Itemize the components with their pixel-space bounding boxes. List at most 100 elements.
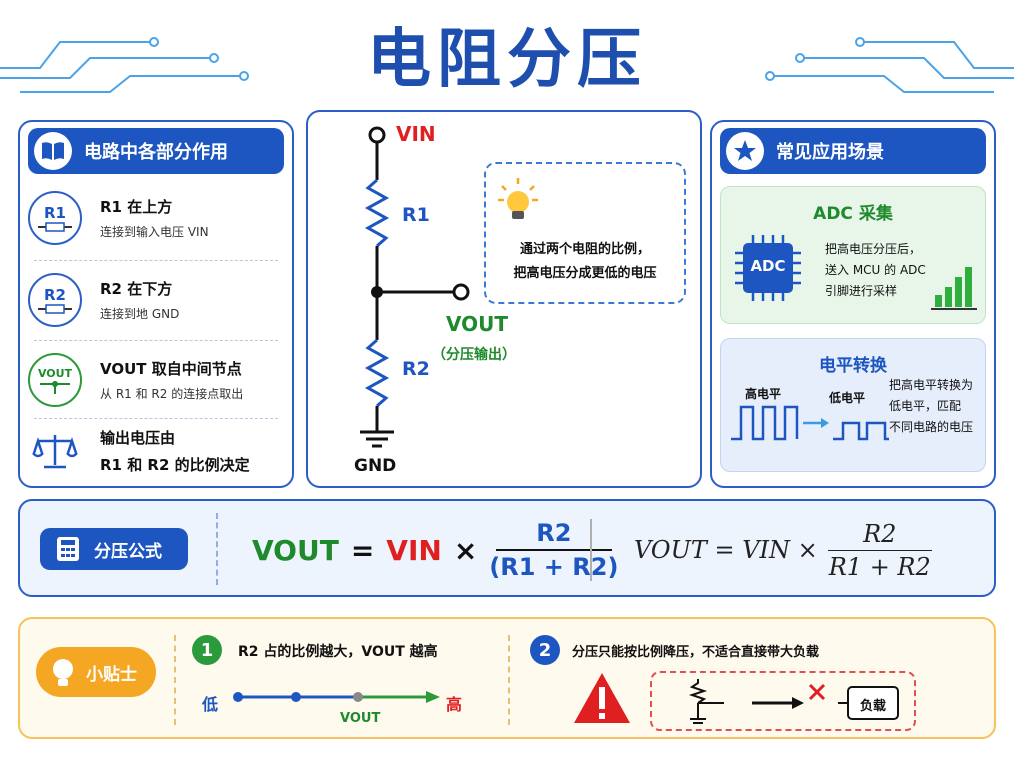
divider: [34, 260, 278, 261]
load-label: 负载: [859, 699, 886, 714]
concept-tip-line2: 把高电压分成更低的电压: [513, 266, 657, 281]
vout-terminal: [452, 283, 470, 301]
level-shift-title: 电平转换: [819, 356, 887, 376]
adc-card-line3: 引脚进行采样: [825, 284, 898, 298]
level-shift-text: 把高电平转换为 低电平，匹配 不同电路的电压: [889, 375, 973, 438]
formula-times: ×: [453, 533, 478, 567]
load-warning-box: 负载: [650, 671, 916, 731]
lightbulb-icon: [498, 178, 538, 219]
formula-math-numerator: R2: [863, 519, 897, 548]
formula-numerator: R2: [536, 519, 572, 547]
adc-card: ADC 采集 ADC 把高电压分压后， 送入 MCU 的 ADC 引脚进行采样: [720, 186, 986, 324]
divider: [34, 340, 278, 341]
tip-number-1: 1: [192, 635, 222, 665]
right-panel-header: 常见应用场景: [720, 128, 986, 174]
adc-chip-label: ADC: [750, 257, 786, 275]
adc-chip-icon: [735, 235, 801, 301]
tips-divider-2: [508, 635, 510, 725]
formula-equals: =: [350, 533, 375, 567]
concept-tip-text: 通过两个电阻的比例， 把高电压分成更低的电压: [486, 238, 684, 286]
formula-label-badge: 分压公式: [40, 528, 188, 570]
formula-colored: VOUT = VIN × R2 (R1 + R2): [252, 519, 618, 581]
bar-chart-icon: [931, 267, 977, 310]
formula-divider: [216, 513, 218, 585]
formula-math-bar: [827, 549, 932, 551]
resistor-r1-symbol: [364, 178, 390, 248]
circuit-trace-right-decoration: [765, 37, 1014, 93]
adc-card-text: 把高电压分压后， 送入 MCU 的 ADC 引脚进行采样: [825, 239, 926, 302]
adc-card-line2: 送入 MCU 的 ADC: [825, 263, 926, 277]
formula-label: 分压公式: [94, 541, 162, 562]
tip-number-2: 2: [530, 635, 560, 665]
divider-to-load-diagram: [688, 679, 899, 724]
r2-label: R2: [402, 358, 430, 380]
role-title-r1: R1 在上方: [100, 198, 173, 216]
page-title: 电阻分压: [367, 23, 647, 97]
center-node: [371, 286, 383, 298]
formula-math-lhs: VOUT = VIN ×: [634, 536, 818, 564]
formula-math-fraction: R2 R1 + R2: [827, 519, 932, 581]
role-badge-vout: VOUT: [37, 366, 73, 380]
resistor-r2-icon: R2: [28, 273, 82, 327]
formula-vin: VIN: [386, 533, 442, 567]
role-sub-r2: 连接到地 GND: [100, 307, 180, 321]
level-shift-waveform: [731, 405, 889, 441]
left-panel-header: 电路中各部分作用: [28, 128, 284, 174]
balance-scale-icon: [28, 431, 82, 471]
tips-badge-label: 小贴士: [86, 664, 137, 685]
role-row-r1: R1 R1 在上方 连接到输入电压 VIN: [28, 182, 284, 254]
formula-math-denominator: R1 + R2: [828, 552, 931, 581]
vin-terminal: [368, 126, 386, 144]
scale-low-label: 低: [202, 695, 219, 714]
right-panel-title: 常见应用场景: [776, 142, 884, 163]
role-row-r2: R2 R2 在下方 连接到地 GND: [28, 264, 284, 336]
right-panel: 常见应用场景 ADC 采集 ADC 把高电压分压后， 送入 MCU 的 ADC …: [710, 120, 996, 488]
r1-label: R1: [402, 204, 430, 226]
adc-card-line1: 把高电压分压后，: [825, 242, 922, 256]
warning-icon: [574, 673, 630, 723]
formula-denominator: (R1 + R2): [489, 553, 619, 581]
level-shift-card: 电平转换 高电平 低电平 把高电平转换为 低电平，匹配 不同电路的电压: [720, 338, 986, 472]
role-row-ratio: 输出电压由 R1 和 R2 的比例决定: [28, 420, 284, 482]
circuit-panel: VIN R1 VOUT （分压输出） R2 GND 通过两个电阻的比例， 把高电…: [306, 110, 702, 488]
formula-panel: 分压公式 VOUT = VIN × R2 (R1 + R2) VOUT = VI…: [18, 499, 996, 597]
book-icon: [34, 132, 72, 170]
concept-tip-line1: 通过两个电阻的比例，: [519, 242, 650, 257]
role-badge-r1: R1: [44, 204, 66, 222]
low-level-label: 低电平: [829, 391, 866, 405]
high-level-label: 高电平: [745, 387, 782, 401]
ratio-scale-arrow: [233, 691, 440, 703]
formula-divider-2: [590, 519, 592, 581]
vout-note: （分压输出）: [432, 347, 516, 363]
formula-math: VOUT = VIN × R2 R1 + R2: [634, 515, 932, 585]
vout-node-icon: VOUT: [28, 353, 82, 407]
left-panel-title: 电路中各部分作用: [84, 142, 228, 163]
level-shift-line1: 把高电平转换为: [889, 378, 974, 392]
role-sub-r1: 连接到输入电压 VIN: [100, 225, 209, 239]
tip-text-2: 分压只能按比例降压，不适合直接带大负载: [572, 645, 820, 660]
tips-panel: 小贴士 1 R2 占的比例越大，VOUT 越高 低 VOUT 高 2 分压只能按…: [18, 617, 996, 739]
adc-card-title: ADC 采集: [813, 204, 893, 224]
gnd-label: GND: [354, 456, 397, 476]
level-shift-line2: 低电平，匹配: [889, 399, 962, 413]
star-icon: [726, 132, 764, 170]
cross-icon: [808, 683, 826, 701]
divider: [34, 418, 278, 419]
role-row-vout: VOUT VOUT 取自中间节点 从 R1 和 R2 的连接点取出: [28, 344, 284, 416]
role-title-vout: VOUT 取自中间节点: [100, 360, 242, 378]
formula-vout: VOUT: [252, 533, 339, 567]
resistor-r1-icon: R1: [28, 191, 82, 245]
formula-fraction: R2 (R1 + R2): [489, 519, 618, 581]
tip-text-1: R2 占的比例越大，VOUT 越高: [238, 644, 438, 660]
scale-high-label: 高: [446, 695, 463, 714]
tips-divider: [174, 635, 176, 725]
resistor-r2-symbol: [364, 338, 390, 408]
role-sub-ratio: R1 和 R2 的比例决定: [100, 456, 250, 474]
circuit-trace-left-decoration: [0, 37, 249, 93]
scale-vout-label: VOUT: [340, 711, 381, 726]
left-panel: 电路中各部分作用 R1 R1 在上方 连接到输入电压 VIN R2 R2 在下方…: [18, 120, 294, 488]
vin-label: VIN: [396, 122, 436, 146]
role-badge-r2: R2: [44, 286, 66, 304]
role-title-ratio: 输出电压由: [100, 429, 176, 447]
calculator-icon: [57, 537, 79, 561]
